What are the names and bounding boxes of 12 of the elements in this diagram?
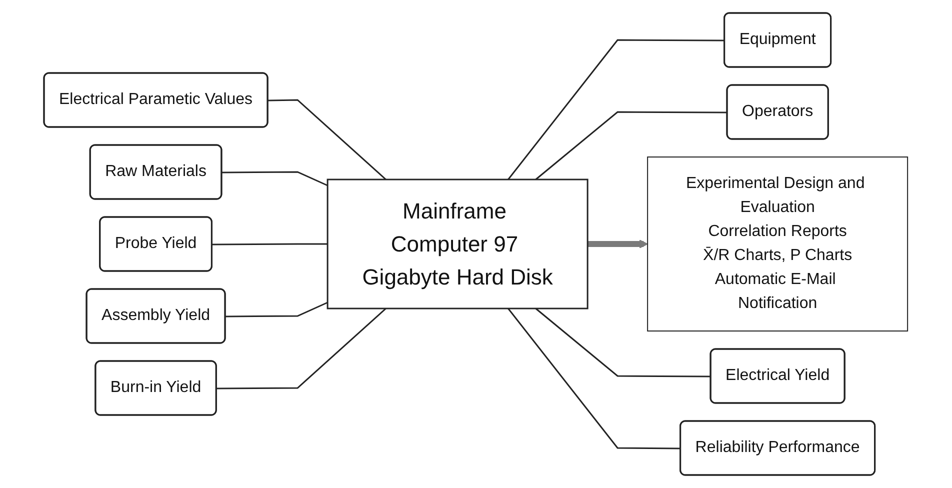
connector <box>268 99 387 180</box>
connector <box>212 243 328 246</box>
connector <box>535 308 712 378</box>
connector <box>535 111 728 180</box>
node-box: Mainframe Computer 97 Gigabyte Hard Disk <box>327 178 589 310</box>
connector <box>222 171 328 186</box>
connector <box>508 39 726 180</box>
connector <box>508 308 682 450</box>
node-box: Experimental Design and Evaluation Correlation Reports X̄/R Charts, P Charts Automatic E-Mail Notification <box>647 156 908 332</box>
connector <box>216 308 387 390</box>
connector <box>226 302 328 318</box>
arrow <box>588 240 648 248</box>
